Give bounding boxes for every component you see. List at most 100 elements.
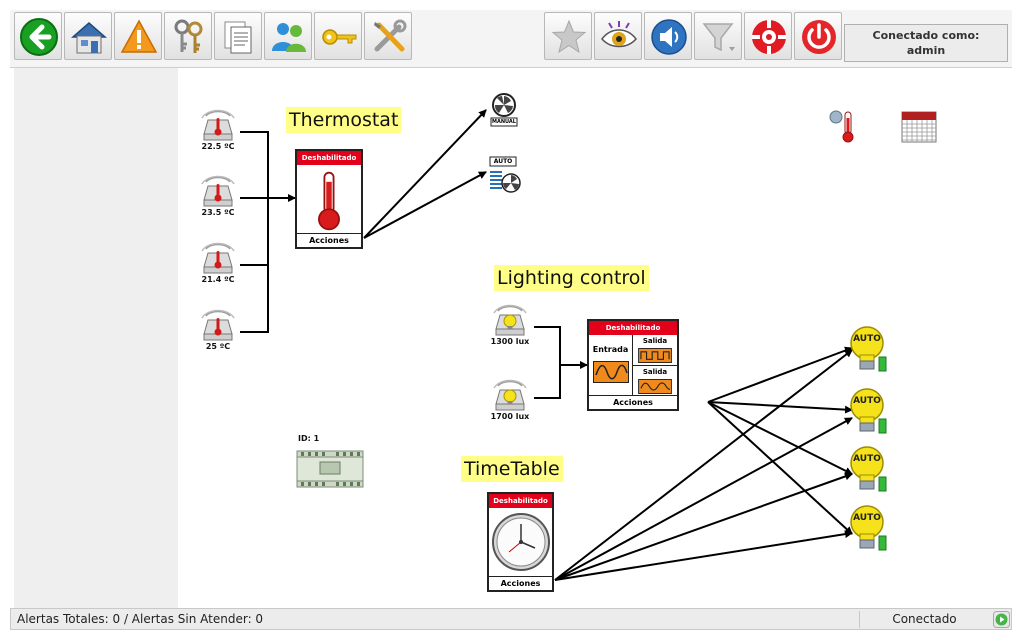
input-wave-icon [593, 361, 629, 383]
keys-icon [174, 19, 203, 53]
lighting-actions-button[interactable]: Acciones [589, 395, 677, 409]
key-icon [322, 29, 357, 45]
clock-icon [492, 513, 550, 571]
logged-user-caption: Conectado como: [872, 29, 980, 42]
temperature-sensor-icon [201, 109, 235, 141]
logged-user-box: Conectado como: admin [844, 24, 1008, 62]
back-icon [20, 18, 58, 56]
connection-status: Conectado [859, 611, 989, 628]
tools-icon [374, 19, 407, 52]
documents-button[interactable] [214, 12, 262, 60]
fan-auto[interactable]: AUTO [488, 156, 522, 194]
lighting-input-section: Entrada [589, 335, 633, 397]
bulb-icon [850, 326, 887, 372]
temp-sensor-value: 22.5 ºC [201, 142, 235, 151]
light-bulb-4[interactable]: AUTO [850, 502, 888, 564]
bulb-mode-label: AUTO [853, 454, 881, 464]
light-sensor-icon [493, 304, 527, 336]
tools-button[interactable] [364, 12, 412, 60]
back-button[interactable] [14, 12, 62, 60]
key-button[interactable] [314, 12, 362, 60]
timetable-actions-button[interactable]: Acciones [489, 576, 552, 590]
alerts-summary: Alertas Totales: 0 / Alertas Sin Atender… [17, 612, 264, 626]
calendar[interactable] [900, 108, 938, 144]
thermometer-globe-icon [829, 110, 854, 143]
temperature-sensor-icon [201, 309, 235, 341]
lux-sensor-1[interactable]: 1300 lux [486, 303, 534, 353]
fan-auto-icon [489, 156, 521, 193]
fan-auto-label: AUTO [493, 158, 513, 165]
lighting-status-header: Deshabilitado [589, 321, 677, 335]
logged-user-name: admin [906, 44, 946, 57]
fan-manual[interactable]: MANUAL [488, 92, 520, 128]
light-bulb-1[interactable]: AUTO [850, 323, 888, 385]
filter-button[interactable] [694, 12, 742, 60]
bulb-icon [850, 505, 887, 551]
bulb-mode-label: AUTO [853, 334, 881, 344]
lifebuoy-icon [752, 20, 786, 54]
toolbar: Conectado como: admin [10, 10, 1012, 68]
volume-button[interactable] [644, 12, 692, 60]
bulb-mode-label: AUTO [853, 396, 881, 406]
temperature-sensor-icon [201, 175, 235, 207]
status-bar: Alertas Totales: 0 / Alertas Sin Atender… [10, 608, 1012, 630]
bulb-icon [850, 388, 887, 434]
timetable-block[interactable]: Deshabilitado Acciones [487, 492, 554, 592]
lighting-output-label-1: Salida [642, 337, 668, 345]
left-panel [14, 68, 178, 608]
volume-icon [651, 19, 687, 55]
users-icon [272, 23, 306, 52]
warning-icon [120, 19, 158, 53]
temp-sensor-1[interactable]: 22.5 ºC [194, 108, 242, 158]
light-sensor-icon [493, 379, 527, 411]
lighting-block[interactable]: Deshabilitado Entrada Salida Salida Acci… [587, 319, 679, 411]
output-square-wave-icon [638, 348, 672, 363]
temp-sensor-3[interactable]: 21.4 ºC [194, 241, 242, 291]
lifebuoy-button[interactable] [744, 12, 792, 60]
lighting-output-section-2: Salida [633, 366, 677, 397]
timetable-status-header: Deshabilitado [489, 494, 552, 508]
filter-icon [702, 23, 735, 52]
thermostat-status-header: Deshabilitado [297, 151, 361, 165]
calendar-icon [901, 111, 937, 143]
lighting-output-section-1: Salida [633, 335, 677, 366]
room-thermometer[interactable] [828, 108, 860, 144]
temp-sensor-value: 23.5 ºC [201, 208, 235, 217]
favorite-button[interactable] [544, 12, 592, 60]
fan-manual-label: MANUAL [492, 119, 516, 125]
output-wave-icon [638, 379, 672, 394]
visibility-button[interactable] [594, 12, 642, 60]
timetable-title: TimeTable [461, 456, 563, 482]
temp-sensor-value: 21.4 ºC [201, 275, 235, 284]
bulb-mode-label: AUTO [853, 513, 881, 523]
power-button[interactable] [794, 12, 842, 60]
light-bulb-2[interactable]: AUTO [850, 385, 888, 447]
home-button[interactable] [64, 12, 112, 60]
lux-sensor-value: 1700 lux [490, 412, 530, 421]
alerts-button[interactable] [114, 12, 162, 60]
home-icon [71, 22, 107, 54]
users-button[interactable] [264, 12, 312, 60]
connection-play-icon[interactable] [993, 611, 1010, 628]
device-id-label: ID: 1 [298, 434, 320, 443]
din-rail-controller-icon [296, 450, 364, 488]
thermostat-block[interactable]: Deshabilitado Acciones [295, 149, 363, 249]
temp-sensor-value: 25 ºC [205, 342, 231, 351]
lux-sensor-2[interactable]: 1700 lux [486, 378, 534, 428]
bulb-icon [850, 446, 887, 492]
light-bulb-3[interactable]: AUTO [850, 443, 888, 505]
fan-manual-icon [490, 93, 518, 127]
thermostat-actions-button[interactable]: Acciones [297, 233, 361, 247]
keys-button[interactable] [164, 12, 212, 60]
controller-device[interactable] [296, 450, 364, 488]
temp-sensor-2[interactable]: 23.5 ºC [194, 174, 242, 224]
lux-sensor-value: 1300 lux [490, 337, 530, 346]
favorite-star-icon [551, 19, 587, 54]
temp-sensor-4[interactable]: 25 ºC [194, 308, 242, 358]
lighting-title: Lighting control [494, 265, 649, 291]
lighting-output-label-2: Salida [642, 368, 668, 376]
lighting-input-label: Entrada [592, 345, 629, 354]
thermostat-title: Thermostat [286, 107, 402, 133]
power-icon [802, 20, 836, 54]
